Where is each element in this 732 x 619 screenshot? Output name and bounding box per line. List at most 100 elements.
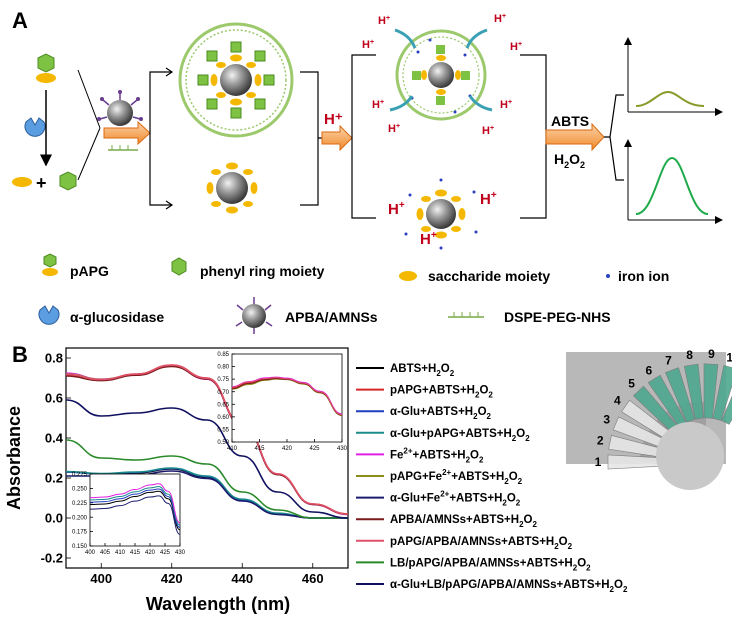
y-tick-label: 0.200 bbox=[72, 515, 88, 521]
inset-top-frame bbox=[231, 353, 343, 443]
tube bbox=[703, 363, 719, 419]
inset-bottom-frame bbox=[89, 473, 181, 547]
x-tick-label: 425 bbox=[309, 446, 320, 452]
svg-text:H+: H+ bbox=[378, 15, 390, 27]
y-tick-label: 0.8 bbox=[45, 351, 63, 366]
x-tick-label: 410 bbox=[115, 550, 126, 556]
series-line bbox=[89, 490, 181, 531]
saccharide-icon bbox=[12, 177, 32, 187]
y-tick-label: 0.275 bbox=[72, 472, 88, 478]
series-line bbox=[231, 377, 343, 416]
y-tick-label: 0.175 bbox=[72, 530, 88, 536]
svg-text:phenyl ring moiety: phenyl ring moiety bbox=[200, 263, 325, 279]
tube-number: 8 bbox=[686, 348, 693, 362]
svg-text:APBA/AMNSs: APBA/AMNSs bbox=[285, 309, 378, 325]
process-arrow-h bbox=[321, 124, 353, 152]
y-tick-label: 0.85 bbox=[217, 352, 229, 358]
series-line bbox=[89, 488, 181, 529]
svg-text:H+: H+ bbox=[362, 39, 374, 51]
mini-plot-small-peak bbox=[624, 37, 723, 116]
svg-text:saccharide moiety: saccharide moiety bbox=[428, 268, 550, 284]
x-tick-label: 400 bbox=[85, 550, 96, 556]
x-tick-label: 420 bbox=[282, 446, 293, 452]
y-tick-label: 0.225 bbox=[72, 501, 88, 507]
x-tick-label: 405 bbox=[100, 550, 111, 556]
tube-number: 10 bbox=[726, 350, 732, 364]
legend-entry: pAPG/APBA/AMNSs+ABTS+H2O2 bbox=[390, 536, 573, 551]
tube bbox=[607, 454, 663, 470]
y-tick-label: 0.150 bbox=[72, 544, 88, 550]
x-tick-label: 400 bbox=[90, 571, 112, 586]
x-tick-label: 430 bbox=[175, 550, 186, 556]
panel-b-legend: ABTS+H2O2pAPG+ABTS+H2O2α-Glu+ABTS+H2O2α-… bbox=[356, 363, 628, 594]
x-tick-label: 460 bbox=[302, 571, 324, 586]
svg-text:H+: H+ bbox=[420, 230, 437, 248]
tube-number: 1 bbox=[595, 455, 602, 469]
series-line bbox=[89, 486, 181, 526]
y-tick-label: 0.70 bbox=[217, 390, 229, 396]
legend-iron: iron ion bbox=[606, 268, 669, 284]
svg-text:DSPE-PEG-NHS: DSPE-PEG-NHS bbox=[504, 309, 611, 325]
split-bracket-1 bbox=[149, 71, 172, 206]
inset-top-series bbox=[231, 376, 343, 417]
x-tick-label: 420 bbox=[145, 550, 156, 556]
series-line bbox=[65, 439, 348, 519]
y-tick-label: 0.6 bbox=[45, 391, 63, 406]
legend-entry: LB/pAPG/APBA/AMNSs+ABTS+H2O2 bbox=[390, 557, 591, 572]
tube bbox=[664, 367, 696, 423]
main-plot-frame bbox=[65, 347, 349, 569]
svg-text:H+: H+ bbox=[510, 41, 522, 53]
papg-icon bbox=[36, 53, 56, 83]
tube-number: 9 bbox=[708, 347, 715, 361]
apba-particle-icon bbox=[97, 90, 143, 126]
main-series bbox=[65, 364, 349, 519]
converge-lines bbox=[77, 69, 101, 181]
legend-phenyl: phenyl ring moiety bbox=[171, 257, 325, 279]
x-tick-label: 425 bbox=[160, 550, 171, 556]
svg-text:α-glucosidase: α-glucosidase bbox=[70, 309, 164, 325]
split-bracket-2 bbox=[351, 54, 376, 219]
mini-plot-large-peak bbox=[624, 139, 723, 224]
y-axis-label: Absorbance bbox=[4, 406, 24, 510]
y-tick-label: 0.50 bbox=[217, 440, 229, 446]
svg-text:pAPG: pAPG bbox=[70, 263, 109, 279]
y-tick-label: 0.75 bbox=[217, 377, 229, 383]
tube bbox=[683, 363, 704, 420]
process-arrow-abts bbox=[545, 122, 605, 152]
svg-text:iron ion: iron ion bbox=[618, 268, 669, 284]
legend-entry: α-Glu+Fe2++ABTS+H2O2 bbox=[390, 490, 521, 508]
svg-text:H+: H+ bbox=[388, 200, 405, 218]
y-tick-label: 0.4 bbox=[45, 431, 64, 446]
y-tick-label: 0.2 bbox=[45, 471, 63, 486]
legend-entry: α-Glu+LB/pAPG/APBA/AMNSs+ABTS+H2O2 bbox=[390, 579, 628, 594]
legend-entry: APBA/AMNSs+ABTS+H2O2 bbox=[390, 514, 537, 529]
y-tick-label: 0.250 bbox=[72, 487, 88, 493]
plus-sign: + bbox=[36, 173, 47, 193]
iron-particle bbox=[404, 178, 478, 250]
tube-number: 3 bbox=[603, 412, 610, 426]
phenyl-ring-icon bbox=[59, 171, 77, 191]
tube bbox=[721, 395, 732, 425]
svg-text:H+: H+ bbox=[388, 123, 400, 135]
y-tick-label: 0.80 bbox=[217, 365, 229, 371]
x-tick-label: 420 bbox=[161, 571, 183, 586]
legend-entry: Fe2++ABTS+H2O2 bbox=[390, 446, 484, 464]
legend-apba: APBA/AMNSs bbox=[235, 297, 378, 334]
y-tick-label: 0.60 bbox=[217, 415, 229, 421]
releasing-liposome bbox=[389, 28, 493, 121]
y-tick-label: -0.2 bbox=[41, 551, 63, 566]
glucosidase-icon bbox=[24, 117, 46, 137]
inset-bottom-ticks: 400 405 410 415 420 425 430 0.150 0.175 0.200 0.22… bbox=[72, 472, 186, 556]
svg-text:H+: H+ bbox=[494, 13, 506, 25]
svg-text:H+: H+ bbox=[482, 125, 494, 137]
liposome-particle bbox=[178, 22, 294, 138]
step2-line2: H2O2 bbox=[554, 151, 585, 170]
legend-saccharide: saccharide moiety bbox=[399, 268, 550, 284]
merge-bracket-2 bbox=[520, 54, 547, 219]
legend-dspe: DSPE-PEG-NHS bbox=[448, 309, 611, 325]
x-tick-label: 415 bbox=[130, 550, 141, 556]
x-tick-label: 440 bbox=[231, 571, 253, 586]
